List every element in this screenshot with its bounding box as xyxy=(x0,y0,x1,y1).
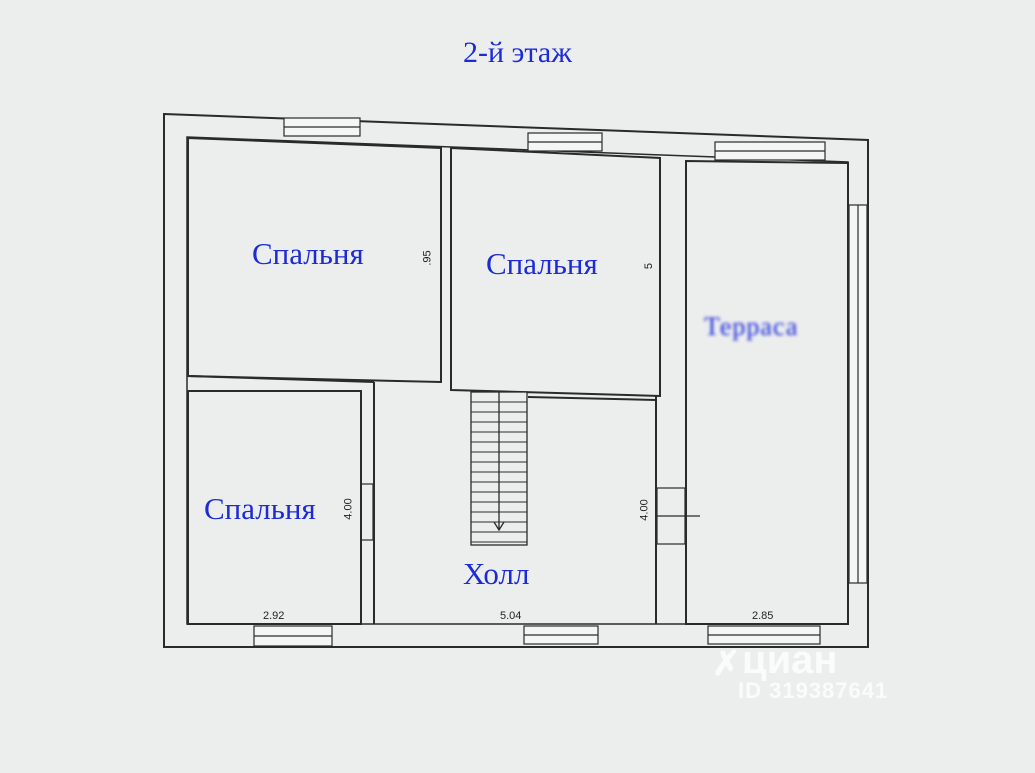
outer-wall xyxy=(163,112,869,648)
dim-top-left-height: .95 xyxy=(421,250,434,266)
hall-wall-top xyxy=(187,375,375,383)
room-label-hall: Холл xyxy=(463,556,530,591)
dim-hall-right-height: 4.00 xyxy=(638,499,651,521)
cian-logo-icon: ✗ xyxy=(712,645,741,683)
dim-hall-width: 5.04 xyxy=(500,610,522,622)
dim-right-width: 2.85 xyxy=(752,610,774,622)
room-label-bedroom-top-mid: Спальня xyxy=(486,246,598,281)
dim-top-mid-height: 5 xyxy=(643,262,656,270)
room-label-terrace: Терраса xyxy=(704,312,799,341)
room-label-bedroom-top-left: Спальня xyxy=(252,236,364,271)
bedroom-top-mid-outline xyxy=(450,146,661,398)
bedroom-top-left-outline xyxy=(187,136,442,384)
doorway-left xyxy=(360,483,374,541)
stairs xyxy=(470,391,528,546)
terrace-outline xyxy=(685,159,849,625)
room-label-bedroom-bottom-left: Спальня xyxy=(204,491,316,526)
watermark-id: ID 319387641 xyxy=(738,678,889,703)
hall-wall-inner xyxy=(527,396,657,401)
bedroom-bottom-left-outline xyxy=(187,390,362,625)
watermark-brand: циан xyxy=(742,638,838,682)
dim-bottom-left-width: 2.92 xyxy=(263,610,285,622)
floor-title: 2-й этаж xyxy=(463,36,572,69)
dim-bottom-left-height: 4.00 xyxy=(342,498,355,520)
